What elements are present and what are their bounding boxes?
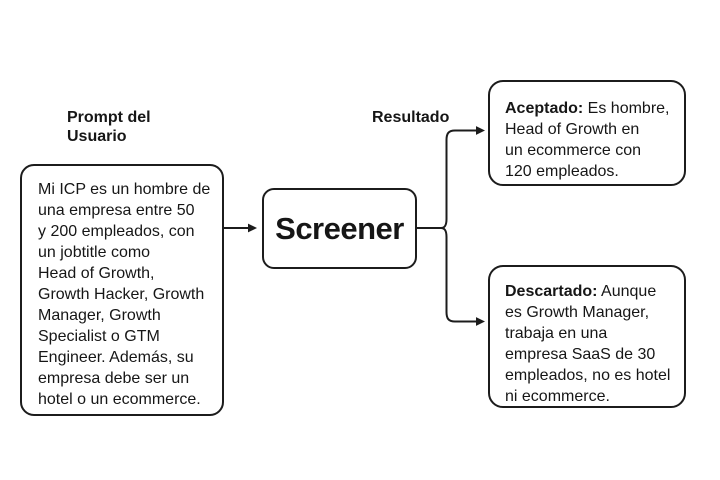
accepted-body: Es hombre, Head of Growth en un ecommerc… (505, 100, 670, 180)
accepted-box: Aceptado: Es hombre, Head of Growth en u… (488, 80, 686, 186)
discarded-body: Aunque es Growth Manager, trabaja en una… (505, 283, 671, 405)
discarded-box: Descartado: Aunque es Growth Manager, tr… (488, 265, 686, 408)
discarded-heading: Descartado: (505, 283, 598, 300)
user-prompt-box: Mi ICP es un hombre de una empresa entre… (20, 164, 224, 416)
resultado-label: Resultado (372, 109, 450, 126)
screener-title: Screener (275, 210, 404, 246)
prompt-text: Mi ICP es un hombre de una empresa entre… (38, 181, 211, 408)
screener-box: Screener (262, 188, 417, 269)
arrow-to-accepted (440, 126, 485, 229)
accepted-text: Aceptado: Es hombre, Head of Growth en u… (505, 98, 674, 182)
prompt-label: Prompt del Usuario (67, 109, 151, 145)
arrow-to-discarded (440, 227, 485, 326)
discarded-text: Descartado: Aunque es Growth Manager, tr… (505, 281, 674, 407)
accepted-heading: Aceptado: (505, 100, 584, 117)
arrow-prompt-to-screener (224, 223, 257, 233)
